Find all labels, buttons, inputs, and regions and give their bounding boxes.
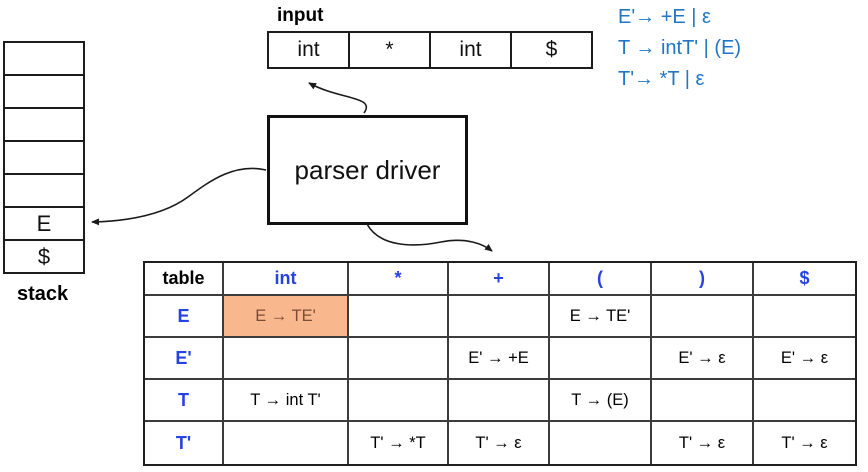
table-cell [224,422,349,464]
table-cell: E → TE' [550,296,652,338]
arrow-driver-to-table [366,223,493,252]
table-cell: T' → ε [781,433,828,452]
stack-label: stack [17,283,69,305]
table-cell: E' → ε [754,338,855,380]
table-corner-label: table [145,263,224,296]
input-token: $ [510,33,591,67]
table-cell: T' → ε [449,422,550,464]
table-cell: T → int T' [224,380,349,422]
parser-driver-box: parser driver [267,115,468,225]
input-token: int [429,33,510,67]
table-cell [652,296,754,338]
table-cell [754,380,855,422]
stack-slot [5,140,83,173]
parser-stack: E $ [3,41,85,274]
table-row-header: T [145,380,224,422]
stack-slot [5,173,83,206]
stack-slot [5,43,83,74]
table-row-header: E' [145,338,224,380]
table-cell [349,380,449,422]
parser-driver-label: parser driver [294,154,441,185]
arrow-driver-to-stack [91,167,267,226]
grammar-rules: E'→ +E | ε T → intT' | (E) T'→ *T | ε [618,2,741,95]
table-cell [449,296,550,338]
table-cell [449,380,550,422]
grammar-rule: T → intT' | (E) [618,37,742,59]
stack-slot [5,107,83,140]
table-col-header: * [349,263,449,296]
table-cell [754,296,855,338]
table-row-header: T' [145,422,224,464]
table-cell [550,338,652,380]
table-col-header: + [449,263,550,296]
table-row-header: E [145,296,224,338]
stack-slot: E [5,206,83,239]
stack-slot [5,74,83,107]
table-cell: T' → ε [652,422,754,464]
parse-table: table int * + ( ) $ E E → TE' E → TE' E'… [143,261,857,466]
arrow-driver-to-input [308,82,368,114]
table-cell [349,338,449,380]
table-cell-highlighted: E → TE' [224,296,349,338]
input-buffer: int * int $ [267,31,593,69]
table-col-header: int [224,263,349,296]
input-token: * [348,33,429,67]
table-cell: T' → *T [349,422,449,464]
input-token: int [297,38,320,61]
table-cell [652,380,754,422]
table-cell: E' → ε [652,338,754,380]
table-cell [550,422,652,464]
table-cell [349,296,449,338]
table-col-header: $ [754,263,855,296]
table-col-header: ( [550,263,652,296]
table-cell [224,338,349,380]
table-cell: E' → +E [449,338,550,380]
grammar-rule: E'→ +E | ε [618,6,711,28]
stack-slot: $ [5,239,83,272]
input-label: input [277,5,324,26]
grammar-rule: T'→ *T | ε [618,68,705,90]
table-col-header: ) [652,263,754,296]
table-cell: T → (E) [550,380,652,422]
